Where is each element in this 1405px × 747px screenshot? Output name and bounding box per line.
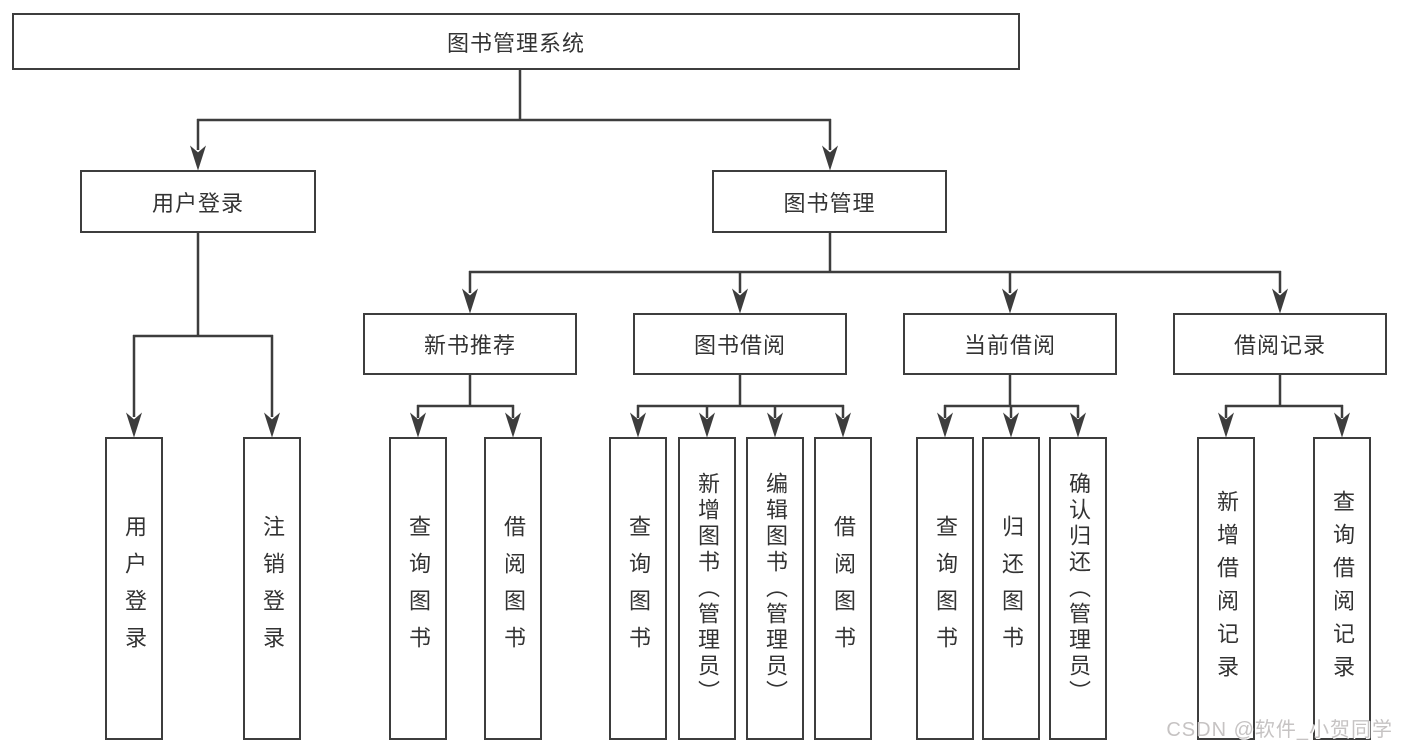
leaf-label: 归还图书 xyxy=(999,514,1024,663)
leaf-label: 注销登录 xyxy=(260,514,285,663)
leaf-confirm-return-admin: 确认归还（管理员） xyxy=(1049,437,1107,740)
connector-newbook-to-leaves xyxy=(409,374,522,438)
leaf-query-books: 查询图书 xyxy=(916,437,974,740)
node-current-borrowing: 当前借阅 xyxy=(903,313,1117,375)
leaf-add-borrow-record: 新增借阅记录 xyxy=(1197,437,1255,740)
leaf-label: 借阅图书 xyxy=(501,514,526,663)
leaf-user-login: 用户登录 xyxy=(105,437,163,740)
leaf-label: 查询图书 xyxy=(406,514,431,663)
leaf-label: 编辑图书（管理员） xyxy=(763,471,788,706)
leaf-label: 查询借阅记录 xyxy=(1330,489,1355,688)
connector-records-to-leaves xyxy=(1217,374,1351,438)
leaf-label: 查询图书 xyxy=(933,514,958,663)
leaf-label: 用户登录 xyxy=(122,514,147,663)
leaf-borrow-books: 借阅图书 xyxy=(484,437,542,740)
leaf-query-borrow-record: 查询借阅记录 xyxy=(1313,437,1371,740)
leaf-label: 新增借阅记录 xyxy=(1214,489,1239,688)
node-label: 当前借阅 xyxy=(963,333,1056,358)
connector-root-to-level2 xyxy=(189,70,839,171)
leaf-label: 新增图书（管理员） xyxy=(695,471,720,706)
connector-current-to-leaves xyxy=(936,374,1087,438)
node-label: 图书管理 xyxy=(783,190,876,216)
node-borrowing-records: 借阅记录 xyxy=(1173,313,1387,375)
csdn-watermark: CSDN @软件_小贺同学 xyxy=(1166,719,1393,741)
connector-bookmgmt-to-level3 xyxy=(461,232,1289,314)
leaf-logout: 注销登录 xyxy=(243,437,301,740)
leaf-query-books: 查询图书 xyxy=(609,437,667,740)
node-library-management-system: 图书管理系统 xyxy=(12,13,1020,70)
leaf-add-book-admin: 新增图书（管理员） xyxy=(678,437,736,740)
node-book-management: 图书管理 xyxy=(712,170,947,233)
connector-userlogin-to-leaves xyxy=(125,232,281,438)
node-label: 图书借阅 xyxy=(693,333,786,358)
node-book-borrowing: 图书借阅 xyxy=(633,313,847,375)
leaf-borrow-books: 借阅图书 xyxy=(814,437,872,740)
node-label: 图书管理系统 xyxy=(446,30,585,56)
leaf-query-books: 查询图书 xyxy=(389,437,447,740)
connector-borrowing-to-leaves xyxy=(629,374,852,438)
node-user-login: 用户登录 xyxy=(80,170,316,233)
leaf-label: 借阅图书 xyxy=(831,514,856,663)
node-label: 借阅记录 xyxy=(1233,333,1326,358)
leaf-label: 确认归还（管理员） xyxy=(1066,471,1091,706)
node-new-book-recommendation: 新书推荐 xyxy=(363,313,577,375)
node-label: 新书推荐 xyxy=(423,333,516,358)
node-label: 用户登录 xyxy=(151,190,244,216)
leaf-return-books: 归还图书 xyxy=(982,437,1040,740)
leaf-edit-book-admin: 编辑图书（管理员） xyxy=(746,437,804,740)
leaf-label: 查询图书 xyxy=(626,514,651,663)
